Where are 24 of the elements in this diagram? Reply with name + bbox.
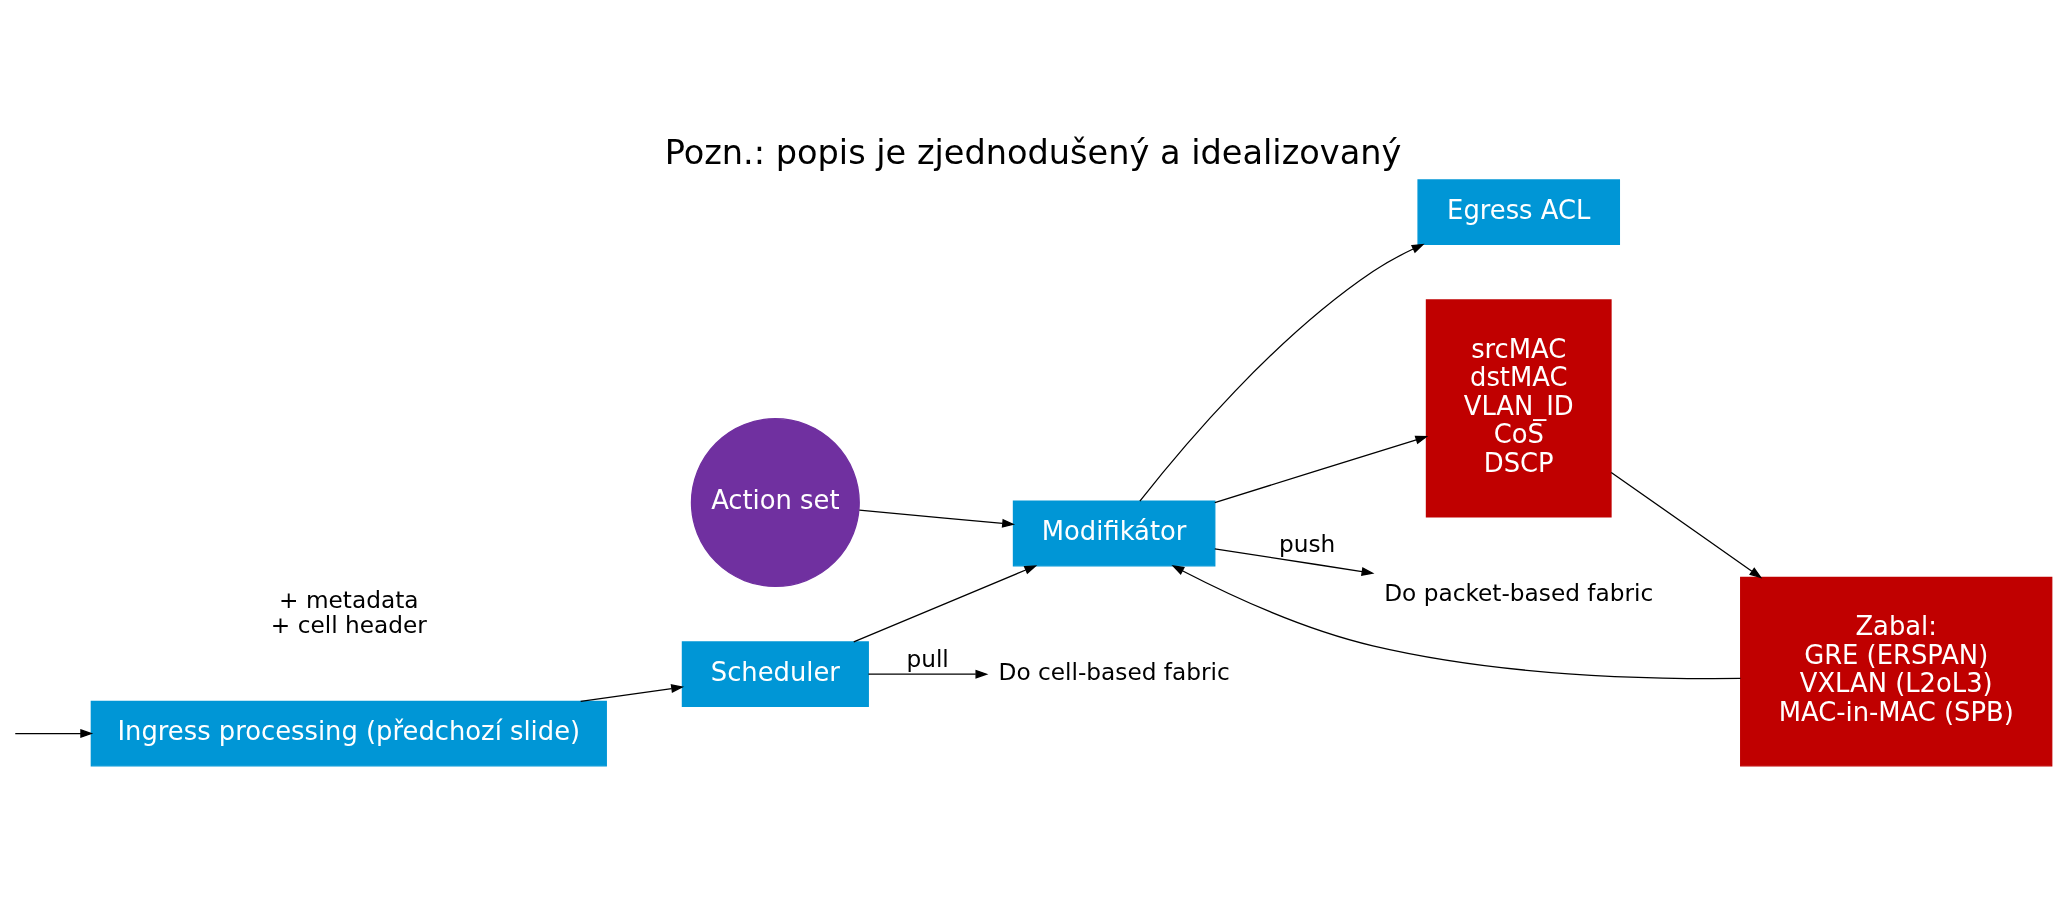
arrow [1610,471,1763,579]
node-box: Modifikátor [1012,500,1216,567]
node-box: srcMAC dstMAC VLAN_ID CoS DSCP [1425,299,1612,518]
arrow [867,669,989,679]
node-box: Ingress processing (předchozí slide) [90,700,607,767]
node-circle: Action set [690,418,860,588]
node-text: Do cell-based fabric [998,657,1230,685]
arrow [1214,548,1375,576]
diagram-title: Pozn.: popis je zjednodušený a idealizovaný [664,133,1402,173]
arrow [853,565,1038,643]
node-box: Zabal: GRE (ERSPAN) VXLAN (L2oL3) MAC-in-MAC (SPB) [1740,576,2053,767]
node-box: Scheduler [681,641,869,708]
arrow [1214,435,1429,504]
label: + cell header [270,611,427,639]
arrow [14,729,94,739]
node-text: Do packet-based fabric [1384,579,1654,607]
edge-label: push [1278,530,1336,558]
node-box: Egress ACL [1417,179,1621,246]
arrow [580,684,685,702]
arrow [858,509,1016,528]
arrow [1171,565,1742,680]
label: + metadata [279,585,419,613]
edge-label: pull [906,644,949,672]
arrow [1139,243,1425,502]
